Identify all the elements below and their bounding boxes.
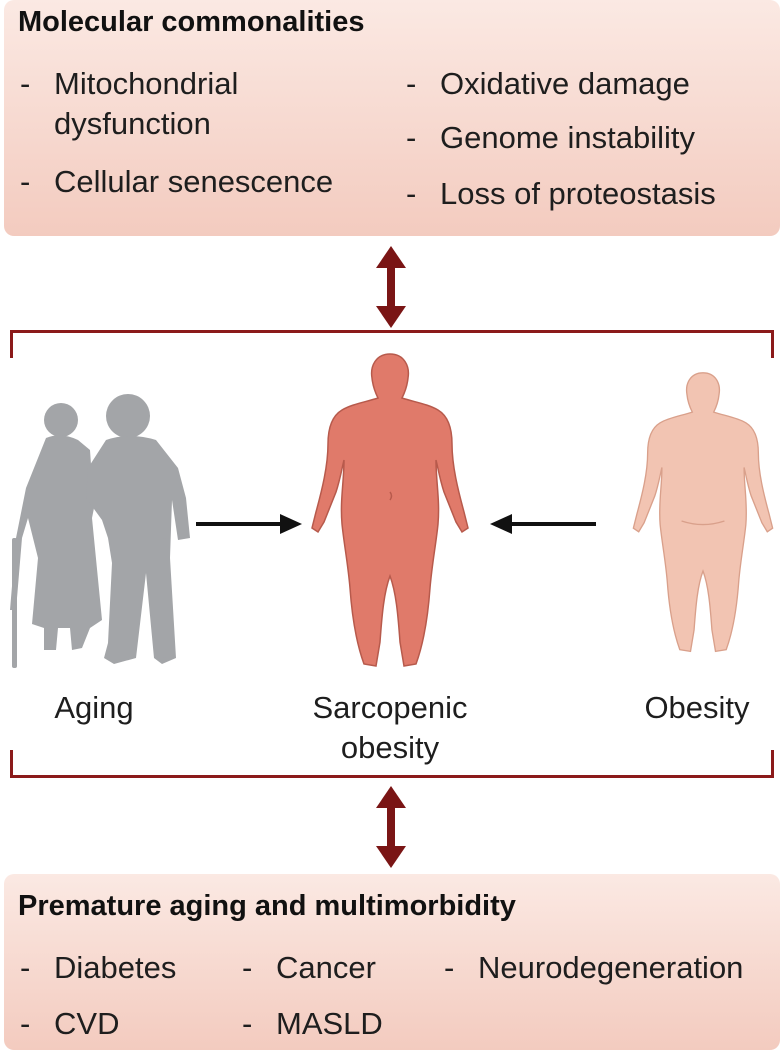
list-item-text: Loss of proteostasis bbox=[440, 176, 716, 211]
list-item-text: Mitochondrial dysfunction bbox=[54, 66, 239, 141]
aging-label: Aging bbox=[54, 690, 134, 725]
person-silhouette-icon bbox=[632, 372, 774, 653]
elderly-couple-icon bbox=[10, 394, 190, 668]
multimorbidity-panel: Premature aging and multimorbidity - Dia… bbox=[4, 874, 780, 1050]
double-arrow-icon bbox=[376, 246, 406, 328]
multimorbidity-title: Premature aging and multimorbidity bbox=[18, 890, 516, 922]
bracket-top bbox=[10, 330, 774, 358]
left-arrow-icon bbox=[490, 514, 596, 534]
list-item-text: Genome instability bbox=[440, 120, 696, 155]
list-item-text: CVD bbox=[54, 1006, 120, 1041]
double-arrow-icon bbox=[376, 786, 406, 868]
list-item-text: MASLD bbox=[276, 1006, 383, 1041]
molecular-commonalities-panel: Molecular commonalities - Mitochondrial … bbox=[4, 0, 780, 236]
list-item-text: Neurodegeneration bbox=[478, 950, 744, 985]
list-item-text: Cancer bbox=[276, 950, 376, 985]
bracket-bottom bbox=[10, 750, 774, 778]
obesity-label: Obesity bbox=[644, 690, 750, 725]
list-item-text: Cellular senescence bbox=[54, 164, 334, 199]
molecular-commonalities-title: Molecular commonalities bbox=[18, 6, 365, 38]
list-item-text: Diabetes bbox=[54, 950, 177, 985]
list-item-text: Oxidative damage bbox=[440, 66, 690, 101]
sarcopenic-obesity-label-line2: obesity bbox=[340, 730, 440, 765]
person-silhouette-icon bbox=[311, 353, 469, 667]
right-arrow-icon bbox=[196, 514, 302, 534]
sarcopenic-obesity-label-line1: Sarcopenic bbox=[312, 690, 468, 725]
